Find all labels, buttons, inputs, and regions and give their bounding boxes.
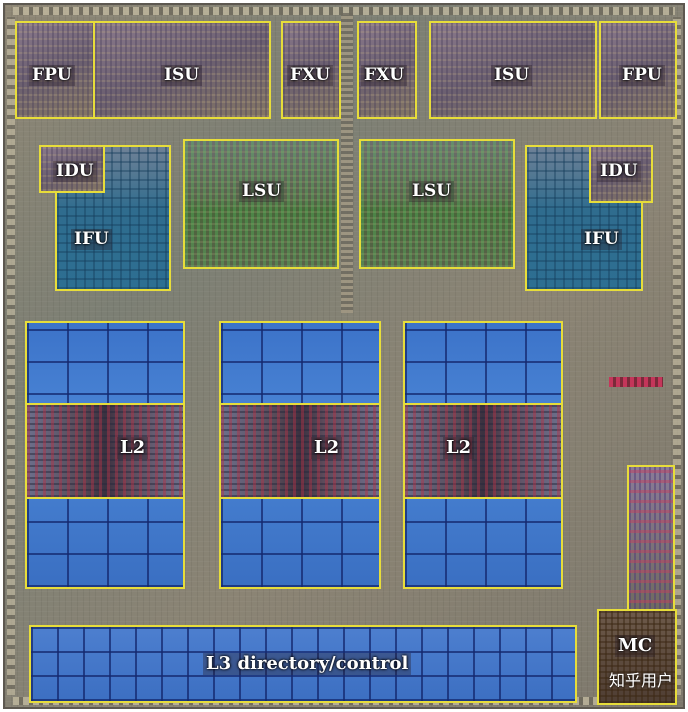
l2-label-3: L2 bbox=[443, 437, 475, 459]
lsu-block-right bbox=[359, 139, 515, 269]
l3-directory-control-block bbox=[29, 625, 577, 703]
l2-cache-slice-3 bbox=[403, 321, 563, 589]
fxu-block-left bbox=[281, 21, 341, 119]
l2-label-2: L2 bbox=[311, 437, 343, 459]
io-pads-left bbox=[7, 17, 15, 695]
idu-block-right bbox=[589, 145, 653, 203]
l2-control-2 bbox=[219, 403, 381, 499]
io-logic-strip bbox=[609, 377, 663, 387]
idu-label-left: IDU bbox=[53, 161, 97, 182]
fpu-label-right: FPU bbox=[619, 65, 665, 86]
isu-block-right bbox=[429, 21, 597, 119]
fpu-block-right bbox=[599, 21, 677, 119]
ifu-label-right: IFU bbox=[581, 229, 622, 250]
isu-label-right: ISU bbox=[491, 65, 533, 86]
l2-control-3 bbox=[403, 403, 563, 499]
isu-block-left bbox=[93, 21, 271, 119]
center-spine bbox=[341, 13, 353, 313]
lsu-label-left: LSU bbox=[239, 181, 285, 202]
lsu-block-left bbox=[183, 139, 339, 269]
fxu-label-right: FXU bbox=[361, 65, 408, 86]
mc-label: MC bbox=[615, 635, 656, 657]
mc-logic-column bbox=[627, 465, 675, 615]
chip-die: FPU ISU FXU FXU ISU FPU IDU IFU LSU LSU … bbox=[3, 3, 685, 709]
l2-cache-slice-2 bbox=[219, 321, 381, 589]
l3-label: L3 directory/control bbox=[203, 653, 412, 675]
io-pads-top bbox=[13, 7, 675, 15]
fxu-block-right bbox=[357, 21, 417, 119]
ifu-label-left: IFU bbox=[71, 229, 112, 250]
watermark: 知乎用户 bbox=[608, 671, 673, 690]
fxu-label-left: FXU bbox=[287, 65, 334, 86]
fpu-label-left: FPU bbox=[29, 65, 75, 86]
l2-control-1 bbox=[25, 403, 185, 499]
l2-cache-slice-1 bbox=[25, 321, 185, 589]
mc-block bbox=[597, 609, 677, 705]
isu-label-left: ISU bbox=[161, 65, 203, 86]
idu-label-right: IDU bbox=[597, 161, 641, 182]
lsu-label-right: LSU bbox=[409, 181, 455, 202]
io-pads-right bbox=[673, 17, 681, 695]
l2-label-1: L2 bbox=[117, 437, 149, 459]
idu-block-left bbox=[39, 145, 105, 193]
